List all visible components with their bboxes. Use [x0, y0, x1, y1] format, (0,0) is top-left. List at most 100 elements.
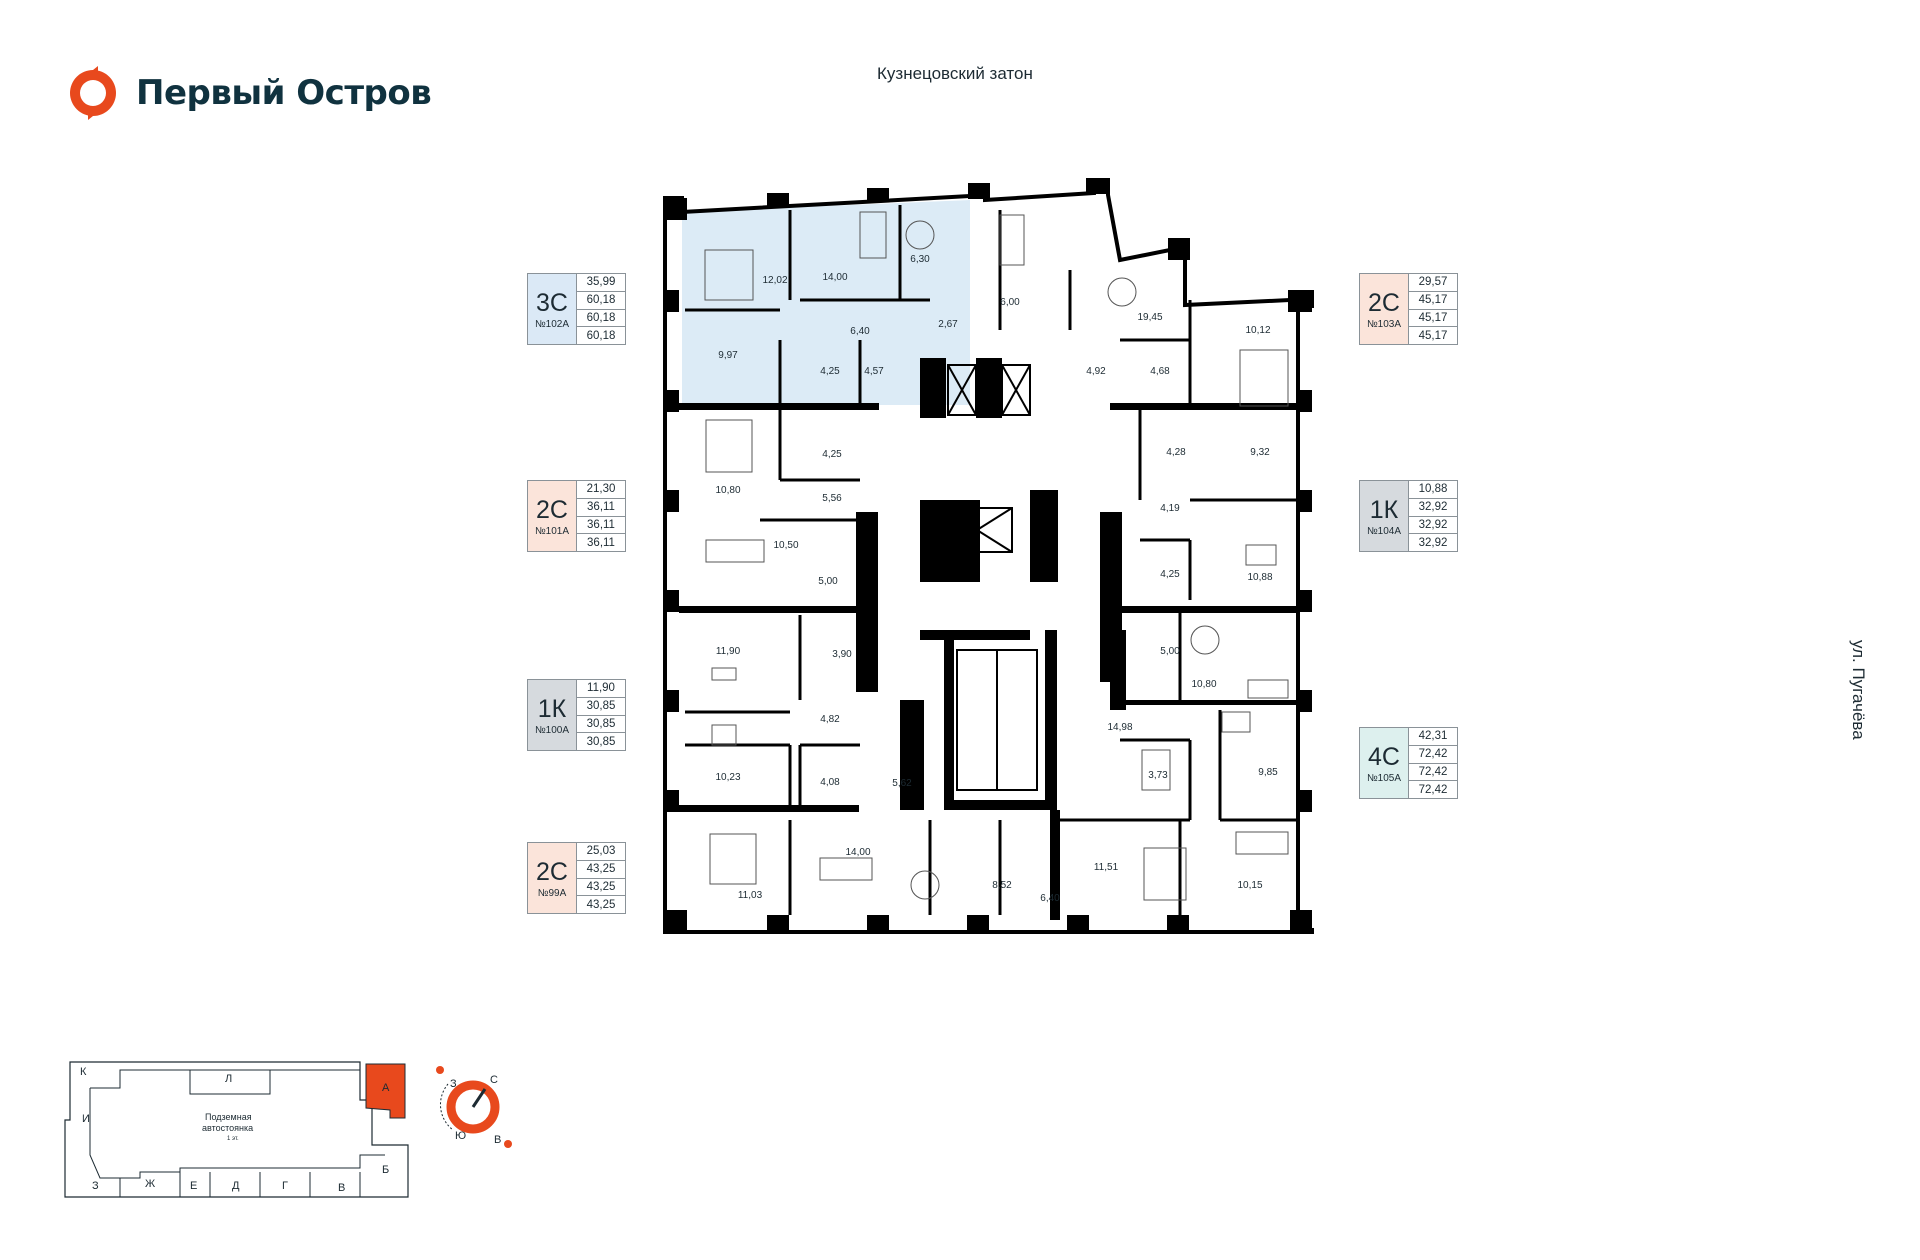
apartment-tag-101a[interactable]: 2С №101А 21,30 36,11 36,11 36,11	[527, 480, 626, 552]
room-area: 19,45	[1137, 312, 1162, 323]
area-living: 25,03	[577, 843, 625, 861]
room-area: 14,00	[822, 272, 847, 283]
apartment-tag-105a[interactable]: 4С №105А 42,31 72,42 72,42 72,42	[1359, 727, 1458, 799]
apartment-type: 2С	[1368, 288, 1400, 317]
room-area: 12,02	[762, 275, 787, 286]
apartment-number: №105А	[1366, 772, 1402, 784]
apartment-type-cell: 2С №101А	[528, 481, 577, 551]
room-area: 4,28	[1166, 447, 1186, 458]
apartment-number: №102А	[534, 318, 570, 330]
apartment-areas: 25,03 43,25 43,25 43,25	[577, 843, 625, 913]
apartment-type: 1К	[1369, 495, 1399, 524]
apartment-tag-99a[interactable]: 2С №99А 25,03 43,25 43,25 43,25	[527, 842, 626, 914]
compass-north: С	[490, 1074, 498, 1086]
apartment-type-cell: 1К №104А	[1360, 481, 1409, 551]
area-total: 32,92	[1418, 536, 1448, 549]
area-living: 29,57	[1409, 274, 1457, 292]
apartment-tag-103a[interactable]: 2С №103А 29,57 45,17 45,17 45,17	[1359, 273, 1458, 345]
room-area: 3,73	[1148, 770, 1168, 781]
area-total: 60,18	[586, 329, 616, 342]
area-total: 60,18	[577, 292, 625, 310]
area-total: 43,25	[577, 879, 625, 897]
room-area: 5,00	[818, 576, 838, 587]
apartment-tag-102a[interactable]: 3С №102А 35,99 60,18 60,18 60,18	[527, 273, 626, 345]
compass-west: З	[450, 1078, 457, 1090]
area-living: 10,88	[1409, 481, 1457, 499]
area-living: 11,90	[577, 680, 625, 698]
room-area: 14,98	[1107, 722, 1132, 733]
furniture	[704, 211, 1289, 901]
section-label: Е	[190, 1180, 198, 1192]
room-area: 6,40	[1040, 893, 1060, 904]
room-area: 4,25	[822, 449, 842, 460]
area-total: 72,42	[1418, 783, 1448, 796]
apartment-tag-100a[interactable]: 1К №100А 11,90 30,85 30,85 30,85	[527, 679, 626, 751]
area-total: 30,85	[577, 716, 625, 734]
room-area: 6,30	[910, 254, 930, 265]
area-total: 45,17	[1409, 310, 1457, 328]
room-area: 10,80	[1191, 679, 1216, 690]
brand-logo-icon	[66, 66, 120, 120]
apartment-tag-104a[interactable]: 1К №104А 10,88 32,92 32,92 32,92	[1359, 480, 1458, 552]
walls	[663, 178, 1314, 934]
area-total: 30,85	[577, 698, 625, 716]
room-area: 4,57	[864, 366, 884, 377]
brand-name: Первый Остров	[136, 73, 432, 113]
room-area: 11,51	[1094, 862, 1119, 873]
room-area: 6,00	[1000, 297, 1020, 308]
area-living: 42,31	[1409, 728, 1457, 746]
apartment-type: 2С	[536, 495, 568, 524]
apartment-areas: 42,31 72,42 72,42 72,42	[1409, 728, 1457, 798]
room-area: 4,92	[1086, 366, 1106, 377]
section-label: Ж	[145, 1178, 156, 1190]
apartment-number: №101А	[534, 525, 570, 537]
apartment-type: 3С	[536, 288, 568, 317]
apartment-areas: 21,30 36,11 36,11 36,11	[577, 481, 625, 551]
room-area: 4,25	[820, 366, 840, 377]
room-area: 10,88	[1247, 572, 1272, 583]
room-area: 14,00	[845, 847, 870, 858]
room-area: 5,62	[892, 778, 912, 789]
area-total: 36,11	[587, 536, 615, 549]
apartment-areas: 29,57 45,17 45,17 45,17	[1409, 274, 1457, 344]
apartment-number: №99А	[537, 887, 567, 899]
room-area: 4,08	[820, 777, 840, 788]
area-total: 36,11	[577, 499, 625, 517]
room-area: 10,12	[1245, 325, 1270, 336]
area-total: 72,42	[1409, 764, 1457, 782]
section-label: К	[80, 1066, 87, 1078]
apartment-number: №100А	[534, 724, 570, 736]
section-label: В	[338, 1182, 346, 1194]
room-area: 8,52	[992, 880, 1012, 891]
compass: С З Ю В	[428, 1062, 518, 1152]
room-area: 4,19	[1160, 503, 1180, 514]
apartment-type: 2С	[536, 857, 568, 886]
room-area: 9,97	[718, 350, 738, 361]
apartment-102a-highlight[interactable]	[682, 200, 970, 405]
section-label: Б	[382, 1164, 390, 1176]
room-area: 9,32	[1250, 447, 1270, 458]
room-area: 11,90	[716, 646, 741, 657]
floor-label: 1 эт.	[227, 1136, 239, 1142]
section-label: Л	[225, 1073, 233, 1085]
room-area: 10,15	[1237, 880, 1262, 891]
apartment-type-cell: 3С №102А	[528, 274, 577, 344]
area-total: 32,92	[1409, 517, 1457, 535]
room-area: 5,56	[822, 493, 842, 504]
compass-east: В	[494, 1134, 502, 1146]
area-total: 30,85	[586, 735, 616, 748]
area-total: 43,25	[586, 898, 616, 911]
street-label-top: Кузнецовский затон	[877, 64, 1033, 83]
section-label: А	[382, 1082, 390, 1094]
section-label: Г	[282, 1180, 288, 1192]
area-total: 60,18	[577, 310, 625, 328]
sun-icon	[504, 1140, 512, 1148]
key-plan: К Л А И Б З Ж Е Д Г В Подземная автостоя…	[60, 1060, 415, 1200]
core-shafts	[941, 364, 1038, 791]
area-total: 32,92	[1409, 499, 1457, 517]
area-total: 36,11	[577, 517, 625, 535]
room-area: 3,90	[832, 649, 852, 660]
apartment-areas: 11,90 30,85 30,85 30,85	[577, 680, 625, 750]
room-area: 5,00	[1160, 646, 1180, 657]
